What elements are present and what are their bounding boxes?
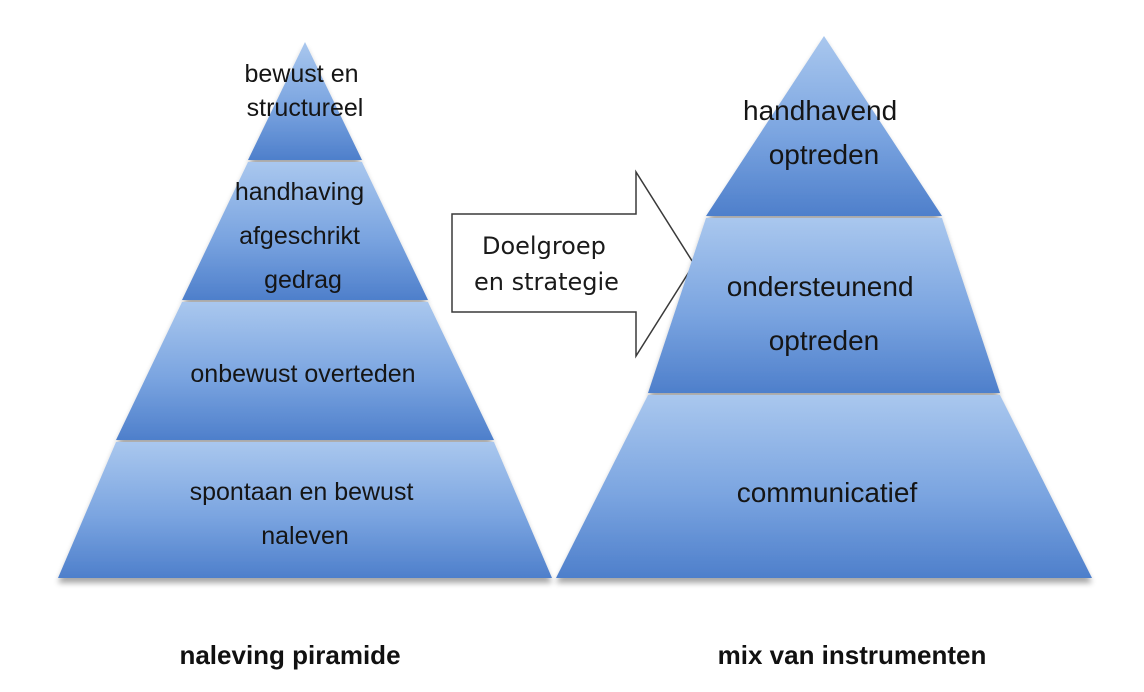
left-pyramid-labels: bewust en structureel handhaving afgesch… (190, 60, 421, 550)
right-layer-3-label: communicatief (737, 477, 918, 508)
right-layer-1-label: handhavend optreden (743, 95, 905, 170)
left-layer-1-line-2: structureel (247, 94, 364, 122)
right-caption: mix van instrumenten (717, 640, 987, 670)
arrow-line-2: en strategie (474, 268, 619, 296)
left-layer-2 (182, 162, 428, 300)
left-layer-3-label: onbewust overteden (190, 360, 415, 388)
right-layer-2-line-2: optreden (769, 325, 880, 356)
arrow-line-1: Doelgroep (482, 232, 606, 260)
right-pyramid (556, 36, 1092, 578)
right-layer-2-label: ondersteunend optreden (727, 271, 922, 356)
left-layer-1-label: bewust en structureel (245, 60, 366, 122)
arrow-outline (451, 169, 695, 359)
right-layer-1-line-1: handhavend (743, 95, 897, 126)
left-layer-2-line-3: gedrag (264, 266, 342, 294)
left-layer-4 (58, 442, 552, 578)
arrow-label: Doelgroep en strategie (474, 232, 619, 296)
right-layer-1 (706, 36, 942, 216)
left-layer-2-line-1: handhaving (235, 178, 364, 206)
left-layer-1 (248, 42, 362, 160)
left-layer-4-line-2: naleven (261, 522, 349, 550)
left-layer-3-line-1: onbewust overteden (190, 360, 415, 388)
left-layer-2-label: handhaving afgeschrikt gedrag (235, 178, 371, 294)
left-caption: naleving piramide (179, 640, 401, 670)
left-layer-4-label: spontaan en bewust naleven (190, 478, 421, 550)
right-layer-1-line-2: optreden (769, 139, 880, 170)
left-layer-1-line-1: bewust en (245, 60, 359, 88)
right-layer-2 (648, 218, 1000, 393)
arrow-shape: Doelgroep en strategie (451, 169, 695, 359)
right-layer-2-line-1: ondersteunend (727, 271, 914, 302)
right-layer-3-line-1: communicatief (737, 477, 918, 508)
right-layer-3 (556, 395, 1092, 578)
left-layer-2-line-2: afgeschrikt (239, 222, 360, 250)
left-pyramid (58, 42, 552, 578)
left-layer-3 (116, 302, 494, 440)
left-layer-4-line-1: spontaan en bewust (190, 478, 414, 506)
right-pyramid-labels: handhavend optreden ondersteunend optred… (727, 95, 922, 508)
